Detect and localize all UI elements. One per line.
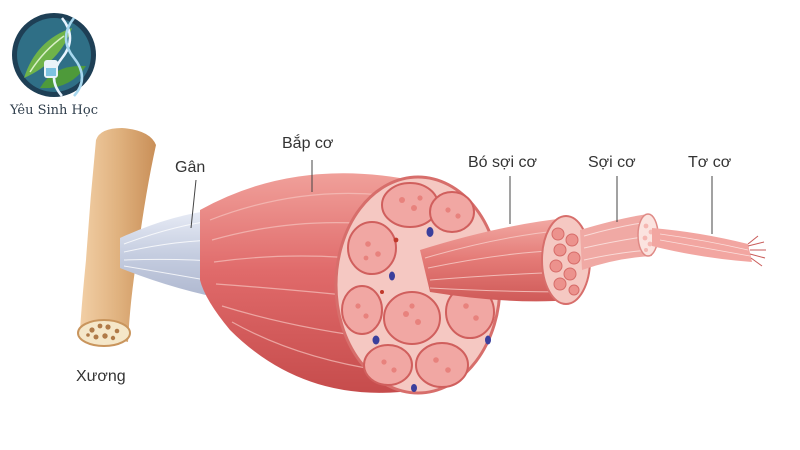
leaf-dna-flask-icon (12, 13, 96, 97)
label-fascicle: Bó sợi cơ (468, 154, 538, 171)
label-fiber: Sợi cơ (588, 154, 636, 171)
label-myofibril: Tơ cơ (688, 154, 732, 171)
brand-name: Yêu Sinh Học (9, 103, 98, 118)
label-muscle: Bắp cơ (282, 133, 334, 152)
myofibril (652, 228, 766, 266)
label-tendon: Gân (175, 159, 205, 176)
label-bone: Xương (76, 368, 126, 385)
muscle-fiber (580, 214, 658, 270)
brand-logo: Yêu Sinh Học (9, 13, 98, 118)
